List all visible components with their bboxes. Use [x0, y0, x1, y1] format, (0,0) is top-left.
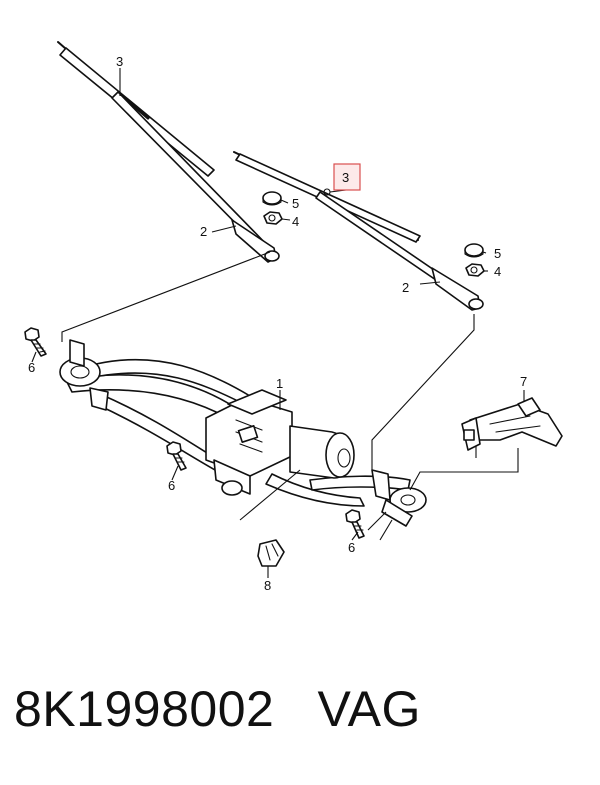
label-nut-right: 4 [494, 264, 501, 279]
label-cap-right: 5 [494, 246, 501, 261]
part-number: 8K1998002 [14, 681, 275, 737]
grommet[interactable] [257, 539, 285, 567]
bracket[interactable] [461, 397, 563, 451]
nut-left[interactable] [263, 211, 283, 225]
part-number-caption: 8K1998002 VAG [14, 680, 421, 738]
label-bolt-right: 6 [348, 540, 355, 555]
label-bolt-center: 6 [168, 478, 175, 493]
part-labels: 3 3 2 2 5 4 5 4 6 6 6 1 7 8 [28, 54, 527, 593]
highlight-box [333, 163, 361, 191]
cap-right[interactable] [464, 243, 484, 258]
label-cap-left: 5 [292, 196, 299, 211]
label-wiper-arm-right: 2 [402, 280, 409, 295]
label-bolt-left: 6 [28, 360, 35, 375]
label-wiper-arm-left: 2 [200, 224, 207, 239]
label-grommet: 8 [264, 578, 271, 593]
wiper-arm-left[interactable] [111, 91, 280, 263]
leader-lines [31, 68, 525, 578]
label-motor: 1 [276, 376, 283, 391]
label-bracket: 7 [520, 374, 527, 389]
cap-left[interactable] [262, 191, 282, 206]
label-wiper-blade-right: 3 [342, 170, 349, 185]
brand-name: VAG [317, 681, 421, 737]
wiper-arm-right[interactable] [315, 191, 484, 311]
bolt-center[interactable] [166, 441, 187, 471]
bolt-left[interactable] [24, 327, 47, 357]
bolt-right[interactable] [345, 509, 365, 539]
wiper-blade-left[interactable] [57, 41, 215, 177]
label-wiper-blade-left: 3 [116, 54, 123, 69]
label-nut-left: 4 [292, 214, 299, 229]
nut-right[interactable] [465, 263, 485, 277]
wiper-motor[interactable] [205, 389, 355, 496]
